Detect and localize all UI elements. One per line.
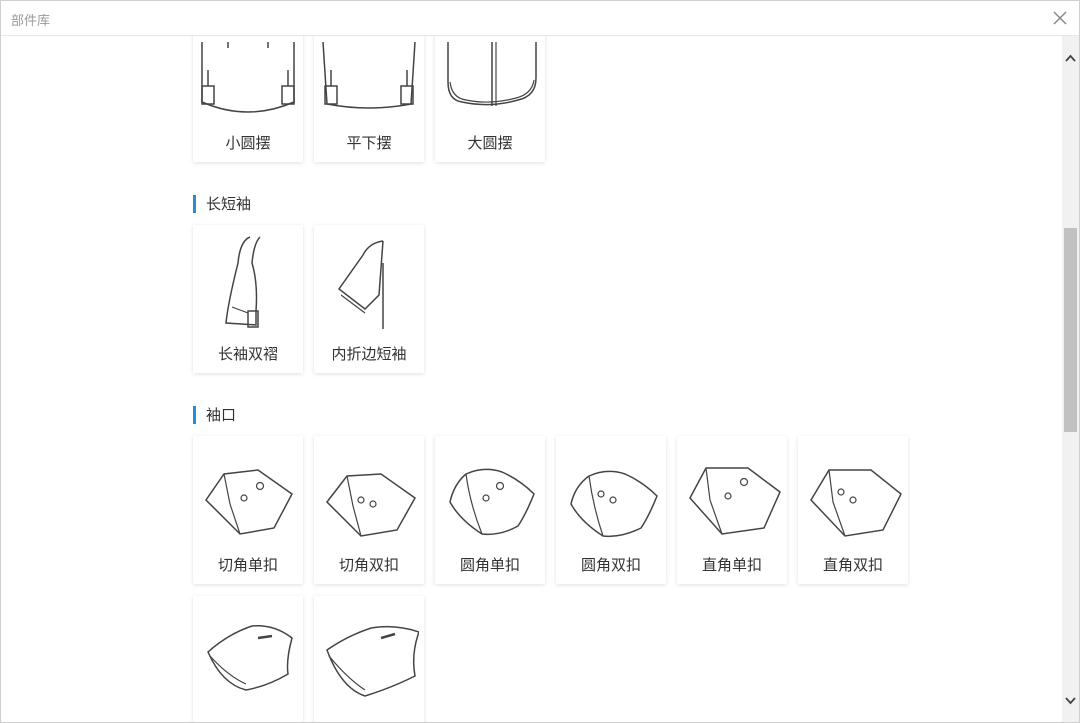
flat-hem-icon — [322, 41, 416, 109]
scroll-thumb[interactable] — [1064, 228, 1077, 432]
window-title: 部件库 — [11, 14, 51, 29]
cuff-label: 切角单扣 — [217, 556, 278, 574]
cuff-card-square-corner-double[interactable]: 直角双扣 — [798, 436, 908, 584]
chevron-down-icon[interactable] — [1065, 695, 1076, 706]
cuff-card-round-corner-double[interactable]: 圆角双扣 — [556, 436, 666, 584]
cuff-cut-corner-single-icon — [205, 469, 293, 535]
hem-card-small-curve[interactable]: 小圆摆 — [193, 36, 303, 162]
section-heading-cuffs: 袖口 — [193, 406, 236, 424]
hem-label: 小圆摆 — [225, 134, 271, 152]
small-curve-hem-icon — [201, 42, 295, 113]
hem-label: 大圆摆 — [467, 134, 513, 152]
hem-card-large-curve[interactable]: 大圆摆 — [435, 36, 545, 162]
cuff-card-french-round[interactable] — [193, 596, 303, 722]
cuff-square-corner-single-icon — [689, 467, 781, 535]
hem-label: 平下摆 — [346, 134, 392, 152]
sleeve-card-folded-short[interactable]: 内折边短袖 — [314, 225, 424, 373]
cuff-label: 直角双扣 — [822, 556, 883, 574]
cuff-label: 圆角单扣 — [459, 556, 520, 574]
cuff-card-french-square[interactable] — [314, 596, 424, 722]
sleeve-label: 内折边短袖 — [331, 345, 407, 363]
cuff-label: 圆角双扣 — [580, 556, 641, 574]
cuff-label: 直角单扣 — [701, 556, 762, 574]
long-sleeve-icon — [225, 236, 261, 328]
hem-card-flat[interactable]: 平下摆 — [314, 36, 424, 162]
chevron-up-icon[interactable] — [1065, 53, 1076, 64]
cuff-square-corner-double-icon — [810, 469, 902, 537]
french-cuff-round-icon — [207, 625, 293, 691]
library-content: 小圆摆 平下摆 大圆摆 长短袖 — [1, 36, 1062, 722]
section-heading-sleeves: 长短袖 — [193, 195, 251, 213]
french-cuff-square-icon — [326, 625, 419, 697]
close-icon[interactable] — [1051, 9, 1069, 27]
sleeve-card-long-double-pleat[interactable]: 长袖双褶 — [193, 225, 303, 373]
cuff-card-round-corner-single[interactable]: 圆角单扣 — [435, 436, 545, 584]
cuff-round-corner-single-icon — [449, 468, 535, 536]
cuff-cut-corner-double-icon — [326, 473, 416, 537]
cuff-card-cut-corner-double[interactable]: 切角双扣 — [314, 436, 424, 584]
cuff-round-corner-double-icon — [570, 470, 658, 538]
cuff-label: 切角双扣 — [338, 556, 399, 574]
title-bar: 部件库 — [1, 1, 1079, 36]
vertical-scrollbar[interactable] — [1062, 36, 1079, 722]
cuff-card-square-corner-single[interactable]: 直角单扣 — [677, 436, 787, 584]
large-curve-hem-icon — [447, 42, 537, 106]
cuff-card-cut-corner-single[interactable]: 切角单扣 — [193, 436, 303, 584]
sleeve-label: 长袖双褶 — [217, 345, 278, 363]
short-sleeve-icon — [337, 240, 384, 329]
